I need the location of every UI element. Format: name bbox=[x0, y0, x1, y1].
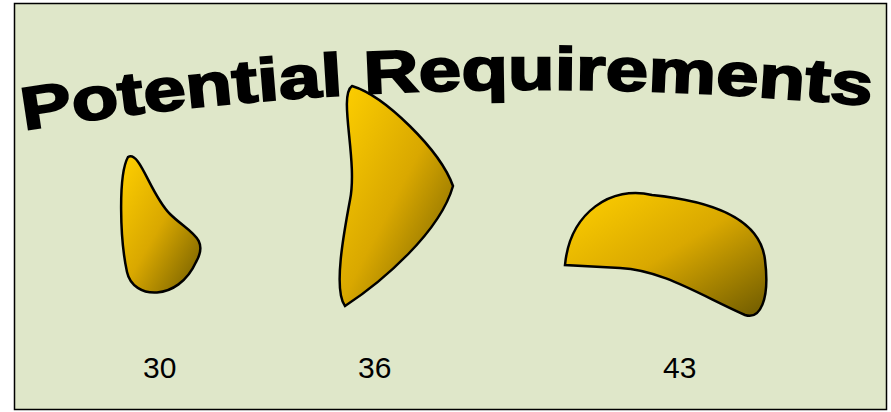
callout-number: 36 bbox=[358, 351, 391, 385]
callout-number: 30 bbox=[143, 351, 176, 385]
blob-shape bbox=[340, 86, 453, 306]
callout-number: 43 bbox=[663, 351, 696, 385]
background-panel bbox=[15, 4, 887, 410]
title-text: Potential Requirements bbox=[16, 35, 876, 142]
blob-shape bbox=[565, 193, 766, 316]
blob-shape bbox=[121, 156, 200, 292]
title-text: Potential Requirements bbox=[16, 35, 876, 142]
